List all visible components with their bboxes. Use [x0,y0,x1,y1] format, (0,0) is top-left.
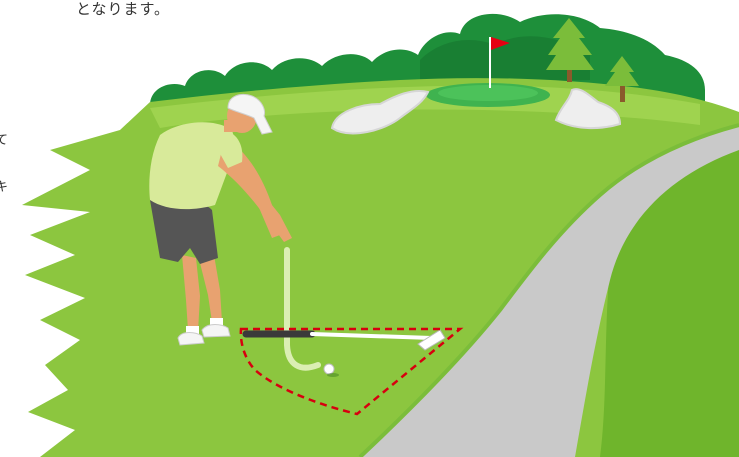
putting-green-inner [438,85,538,101]
shoe [202,325,230,338]
ball-shadow [327,373,339,377]
golf-ball [324,364,334,374]
shoe [178,333,204,346]
